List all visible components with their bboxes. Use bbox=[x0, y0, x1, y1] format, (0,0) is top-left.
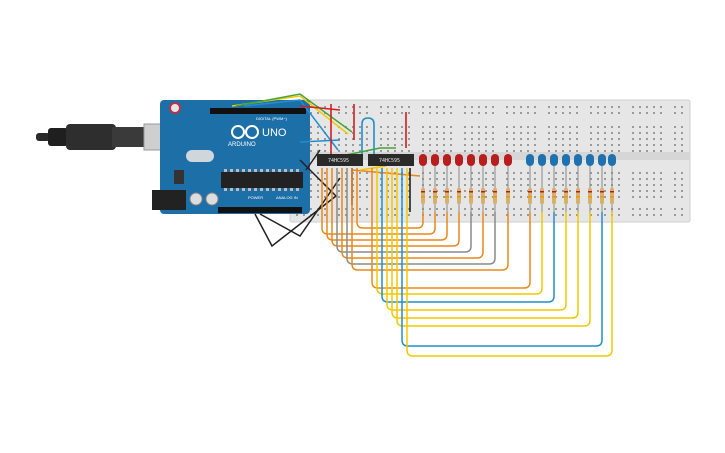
power-header-label: POWER bbox=[248, 195, 263, 200]
red-led-4 bbox=[455, 154, 463, 166]
red-led-5 bbox=[467, 154, 475, 166]
resistor-12 bbox=[564, 166, 568, 212]
usb-cable bbox=[36, 123, 169, 151]
atmega-chip bbox=[221, 172, 303, 188]
blue-led-2 bbox=[538, 154, 546, 166]
blue-led-7 bbox=[598, 154, 606, 166]
shift-register-2: 74HC595 bbox=[368, 154, 414, 166]
resistor-8 bbox=[506, 166, 510, 212]
resistor-13 bbox=[576, 166, 580, 212]
routed-wire-13 bbox=[391, 168, 579, 319]
routed-wires bbox=[321, 168, 613, 357]
red-led-1 bbox=[419, 154, 427, 166]
routed-wire-6 bbox=[346, 168, 496, 265]
blue-led-6 bbox=[586, 154, 594, 166]
resistor-1 bbox=[421, 166, 425, 212]
digital-header-label: DIGITAL (PWM~) bbox=[256, 116, 288, 121]
routed-wire-11 bbox=[381, 168, 555, 303]
blue-led-5 bbox=[574, 154, 582, 166]
resistor-15 bbox=[600, 166, 604, 212]
power-jack bbox=[152, 190, 186, 210]
blue-led-3 bbox=[550, 154, 558, 166]
routed-wire-4 bbox=[336, 168, 472, 253]
routed-wire-15 bbox=[401, 168, 603, 347]
resistor-9 bbox=[528, 166, 532, 212]
digital-header bbox=[210, 108, 306, 114]
blue-led-8 bbox=[608, 154, 616, 166]
resistor-array bbox=[421, 166, 614, 212]
resistor-11 bbox=[552, 166, 556, 212]
resistor-7 bbox=[493, 166, 497, 212]
arduino-board: ARDUINO UNO DIGITAL (PWM~) POWER ANALOG … bbox=[152, 100, 310, 214]
shift-register-1: 74HC595 bbox=[317, 154, 363, 166]
chip-2-label: 74HC595 bbox=[379, 158, 400, 164]
resistor-10 bbox=[540, 166, 544, 212]
arduino-model: UNO bbox=[262, 127, 287, 139]
routed-wire-5 bbox=[341, 168, 484, 259]
power-analog-header bbox=[218, 207, 302, 213]
crystal bbox=[186, 150, 214, 162]
chip-1-label: 74HC595 bbox=[328, 158, 349, 164]
arduino-brand: ARDUINO bbox=[228, 142, 256, 148]
red-led-7 bbox=[491, 154, 499, 166]
resistor-5 bbox=[469, 166, 473, 212]
red-led-8 bbox=[504, 154, 512, 166]
red-led-6 bbox=[479, 154, 487, 166]
resistor-2 bbox=[433, 166, 437, 212]
routed-wire-12 bbox=[386, 168, 567, 311]
blue-led-1 bbox=[526, 154, 534, 166]
red-led-2 bbox=[431, 154, 439, 166]
resistor-14 bbox=[588, 166, 592, 212]
arduino-logo-icon bbox=[231, 125, 259, 139]
routed-wire-3 bbox=[331, 168, 460, 247]
routed-wire-16 bbox=[406, 168, 613, 357]
reset-button[interactable] bbox=[169, 102, 181, 114]
routed-wire-9 bbox=[371, 168, 531, 289]
red-led-3 bbox=[443, 154, 451, 166]
resistor-6 bbox=[481, 166, 485, 212]
analog-header-label: ANALOG IN bbox=[276, 195, 298, 200]
blue-led-4 bbox=[562, 154, 570, 166]
routed-wire-1 bbox=[321, 168, 436, 235]
resistor-3 bbox=[445, 166, 449, 212]
resistor-16 bbox=[610, 166, 614, 212]
resistor-4 bbox=[457, 166, 461, 212]
routed-wire-8 bbox=[356, 168, 424, 229]
routed-wire-7 bbox=[351, 168, 509, 271]
routed-wire-14 bbox=[396, 168, 591, 327]
routed-wire-10 bbox=[376, 168, 543, 295]
led-array bbox=[419, 154, 616, 166]
